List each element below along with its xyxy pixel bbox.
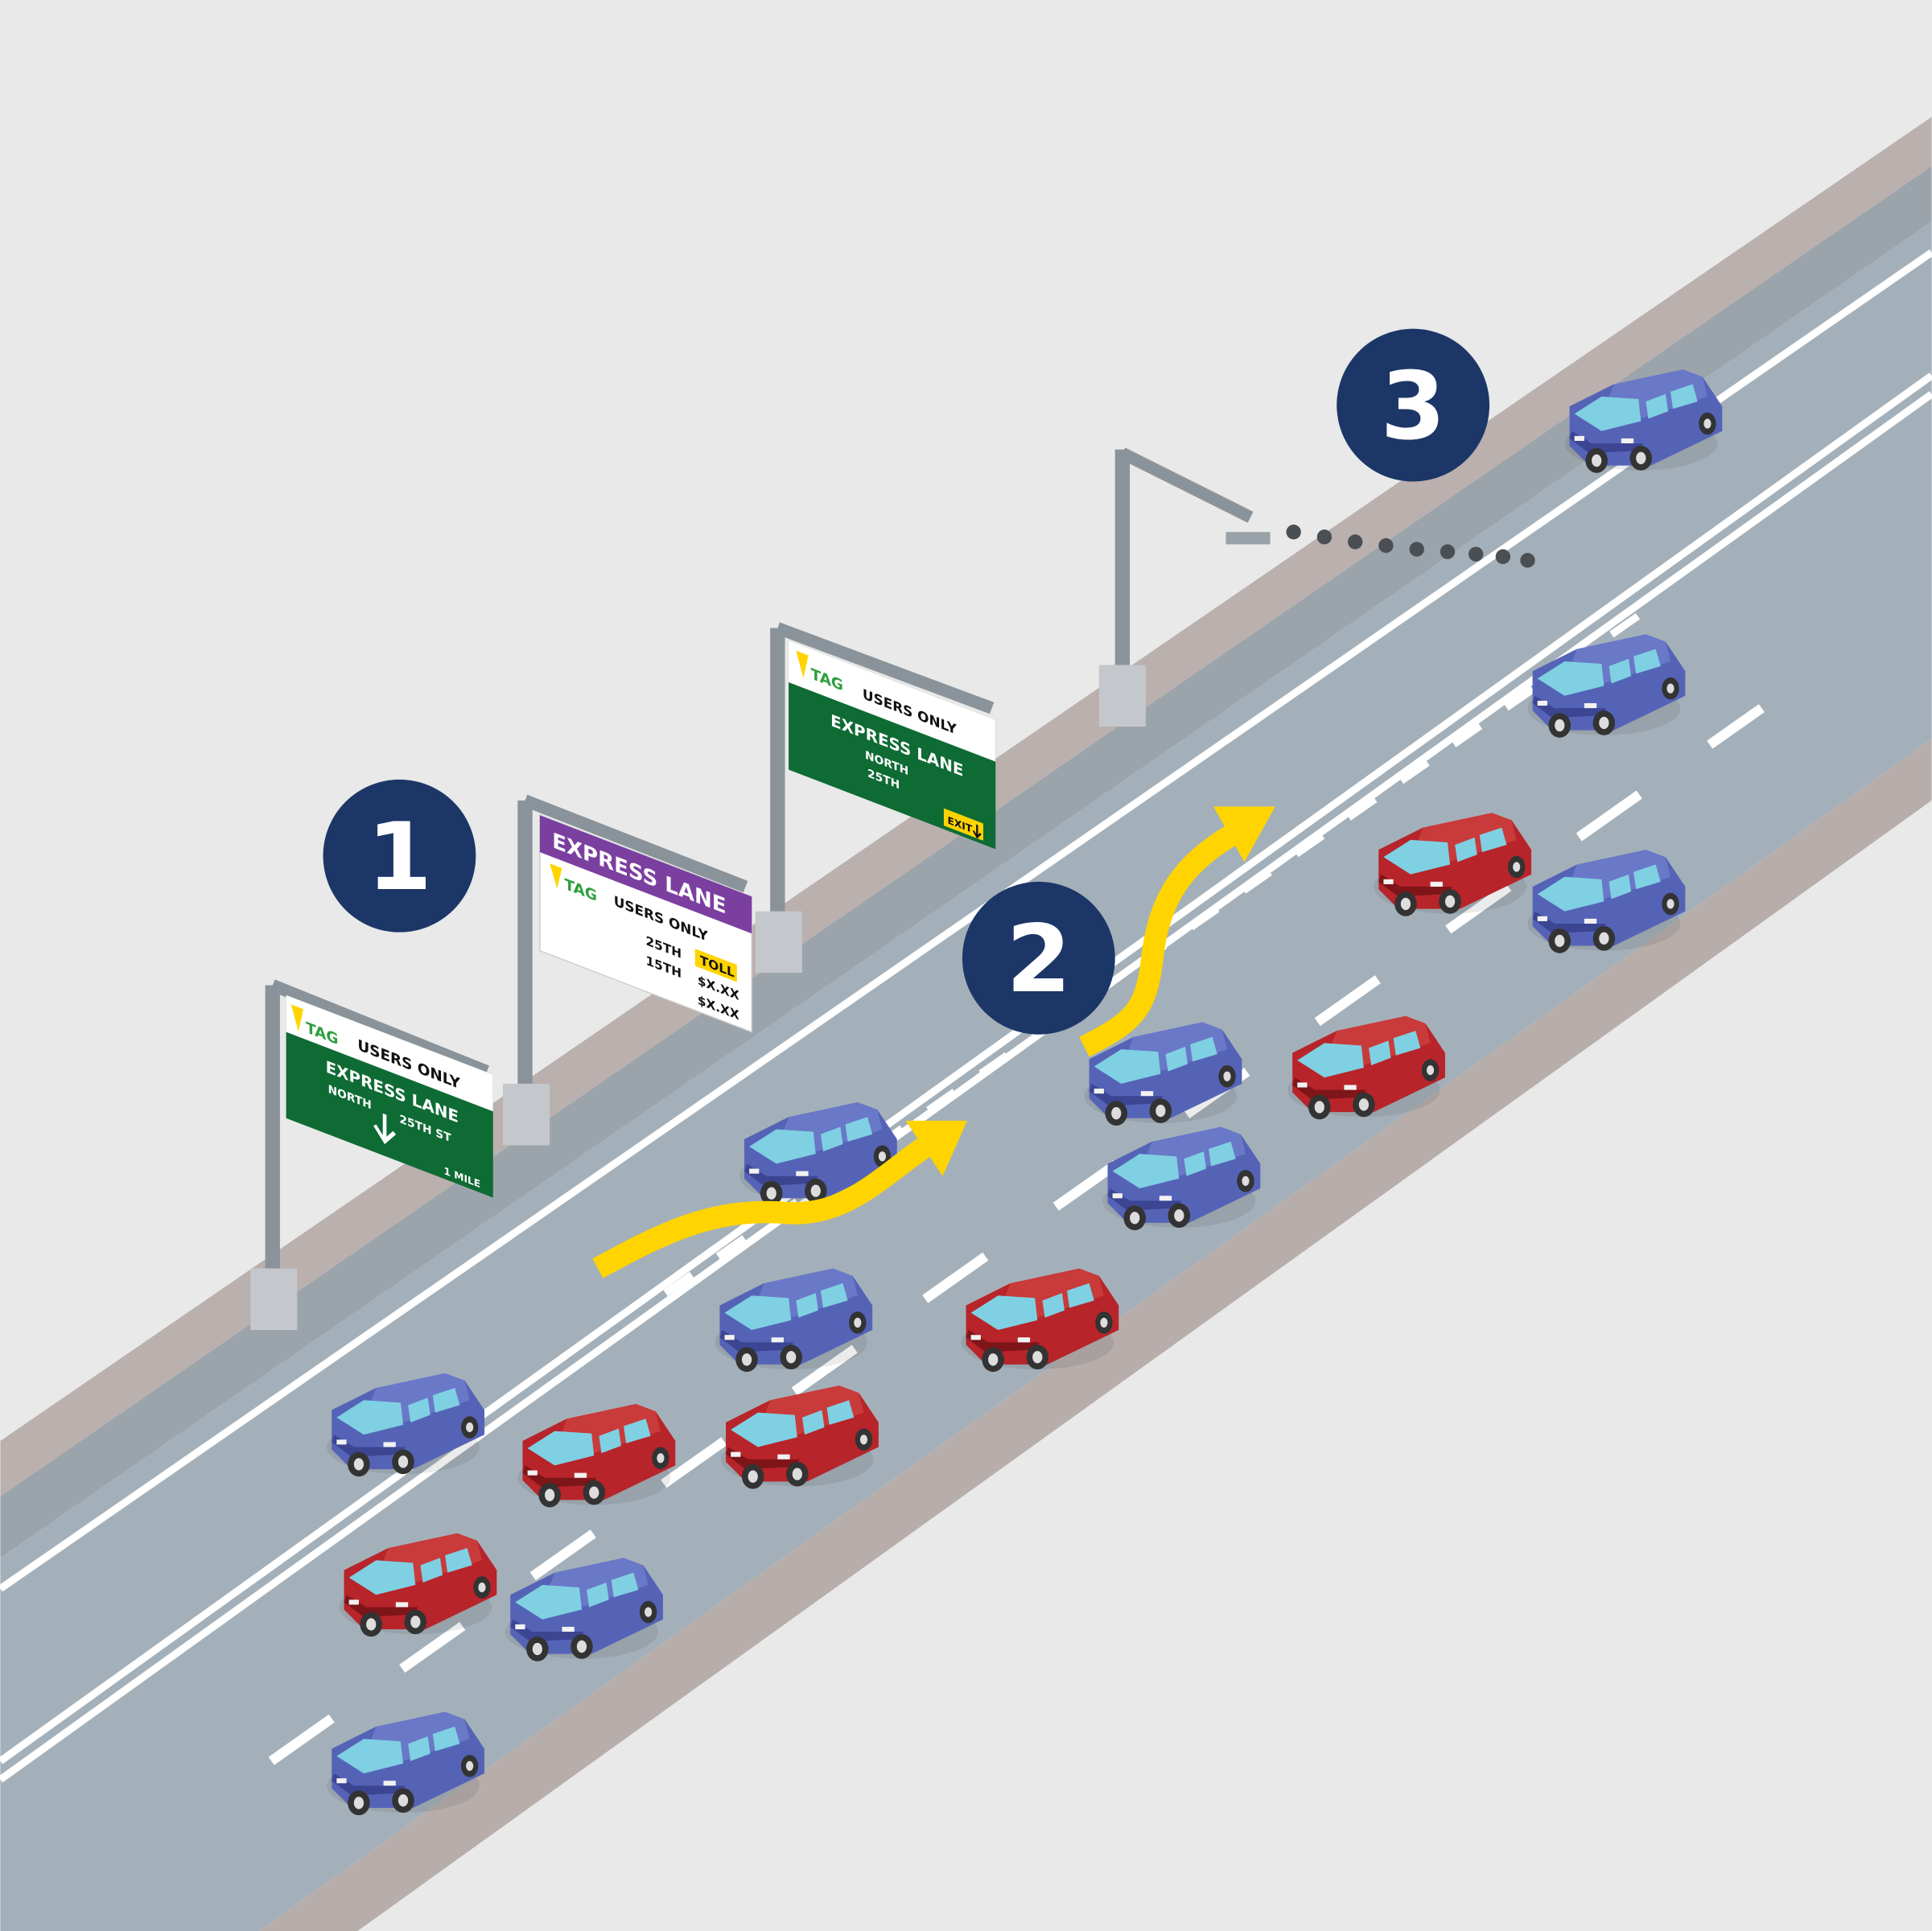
step-1-marker: 1 bbox=[323, 779, 476, 933]
blue-car bbox=[739, 1101, 897, 1206]
blue-car bbox=[327, 1711, 485, 1816]
exit-arrow-icon bbox=[972, 824, 982, 839]
blue-car bbox=[715, 1268, 873, 1373]
down-arrow-icon bbox=[373, 1113, 397, 1145]
red-car bbox=[961, 1268, 1119, 1373]
step-2-marker: 2 bbox=[962, 881, 1115, 1035]
blue-car bbox=[1084, 1022, 1242, 1126]
blue-car bbox=[1527, 634, 1686, 738]
sign-structure-2 bbox=[502, 794, 748, 1146]
express-divider-line-b bbox=[0, 391, 1932, 1783]
toll-badge bbox=[694, 949, 737, 982]
merge-arrow-2-head-icon bbox=[1213, 806, 1275, 863]
blue-car bbox=[1527, 850, 1686, 953]
toll-read-dots bbox=[1286, 525, 1535, 568]
blue-car bbox=[505, 1558, 663, 1661]
merge-arrow-1 bbox=[592, 1130, 943, 1278]
red-car bbox=[720, 1385, 879, 1489]
red-car bbox=[517, 1403, 676, 1508]
red-car bbox=[1374, 813, 1532, 916]
toll-reader-gantry bbox=[1098, 447, 1271, 727]
red-car bbox=[1287, 1015, 1445, 1120]
tag-logo-icon bbox=[290, 1004, 304, 1032]
step-3-number: 3 bbox=[1381, 352, 1446, 461]
tag-logo-icon bbox=[550, 863, 562, 889]
merge-arrow-1-head-icon bbox=[905, 1120, 968, 1176]
step-3-marker: 3 bbox=[1337, 328, 1490, 482]
traffic-cars bbox=[327, 369, 1723, 1816]
express-divider-line-a bbox=[0, 373, 1932, 1764]
blue-car bbox=[1564, 369, 1723, 473]
step-2-number: 2 bbox=[1006, 905, 1071, 1014]
sign-structure-3 bbox=[755, 622, 995, 974]
blue-car bbox=[1102, 1126, 1261, 1231]
barrier-face bbox=[0, 166, 1932, 1558]
road-surface bbox=[0, 221, 1932, 1931]
sign-3-exit-notice: TAG USERS ONLY EXPRESS LANE NORTH 25TH E… bbox=[789, 640, 996, 850]
blue-car bbox=[327, 1373, 485, 1477]
lane-edge-line bbox=[0, 249, 1932, 1592]
tag-logo-icon bbox=[796, 650, 809, 678]
sign-structure-1 bbox=[250, 979, 489, 1331]
exit-badge bbox=[943, 808, 983, 841]
merge-arrow-2 bbox=[1079, 821, 1244, 1057]
red-car bbox=[339, 1533, 497, 1637]
step-1-number: 1 bbox=[367, 803, 432, 912]
